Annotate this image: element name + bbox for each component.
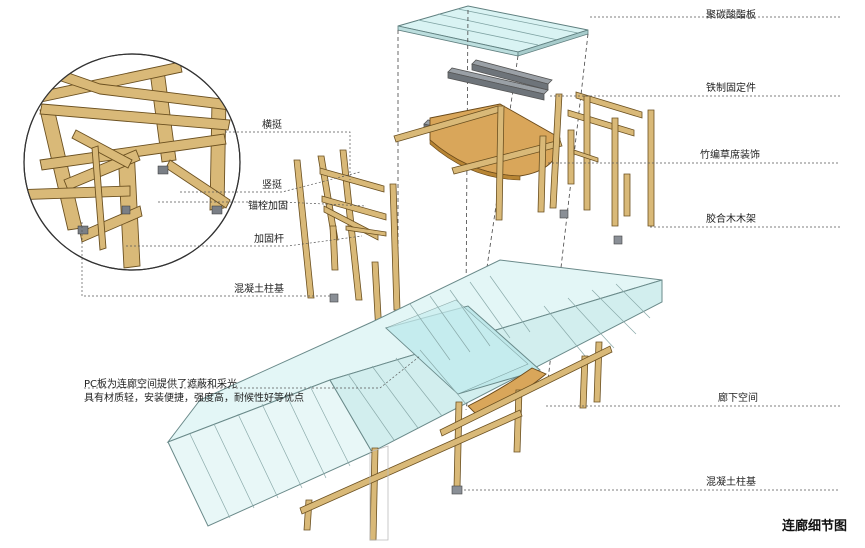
pc-board-note: PC板为连廊空间提供了遮蔽和采光 具有材质轻，安装便捷，强度高，耐候性好等优点 [84,378,304,406]
label-pc-board: 聚碳酸酯板 [706,10,756,21]
note-line-1: PC板为连廊空间提供了遮蔽和采光 [84,379,238,390]
label-beam: 横挺 [262,120,282,131]
note-line-2: 具有材质轻，安装便捷，强度高，耐候性好等优点 [84,393,304,404]
label-bamboo-mat: 竹编草席装饰 [700,150,760,161]
glulam-frame-exploded [393,91,655,227]
leader-lines [81,16,840,491]
label-concrete-base-right: 混凝土柱基 [706,477,756,488]
pc-board-top [397,5,589,57]
label-concrete-base-left: 混凝土柱基 [234,284,284,295]
label-under-corridor: 廊下空间 [718,393,758,404]
detail-circle [23,53,241,271]
left-exploded-frame [293,149,401,335]
label-post: 竖挺 [262,180,282,191]
label-iron-fixing: 铁制固定件 [706,83,756,94]
corridor-roof [166,259,663,527]
corridor-structure [299,341,613,541]
label-brace: 加固杆 [254,234,284,245]
label-anchor-bolt: 锚栓加固 [248,201,288,212]
label-glulam-frame: 胶合木木架 [706,214,756,225]
page-title: 连廊细节图 [781,519,847,534]
